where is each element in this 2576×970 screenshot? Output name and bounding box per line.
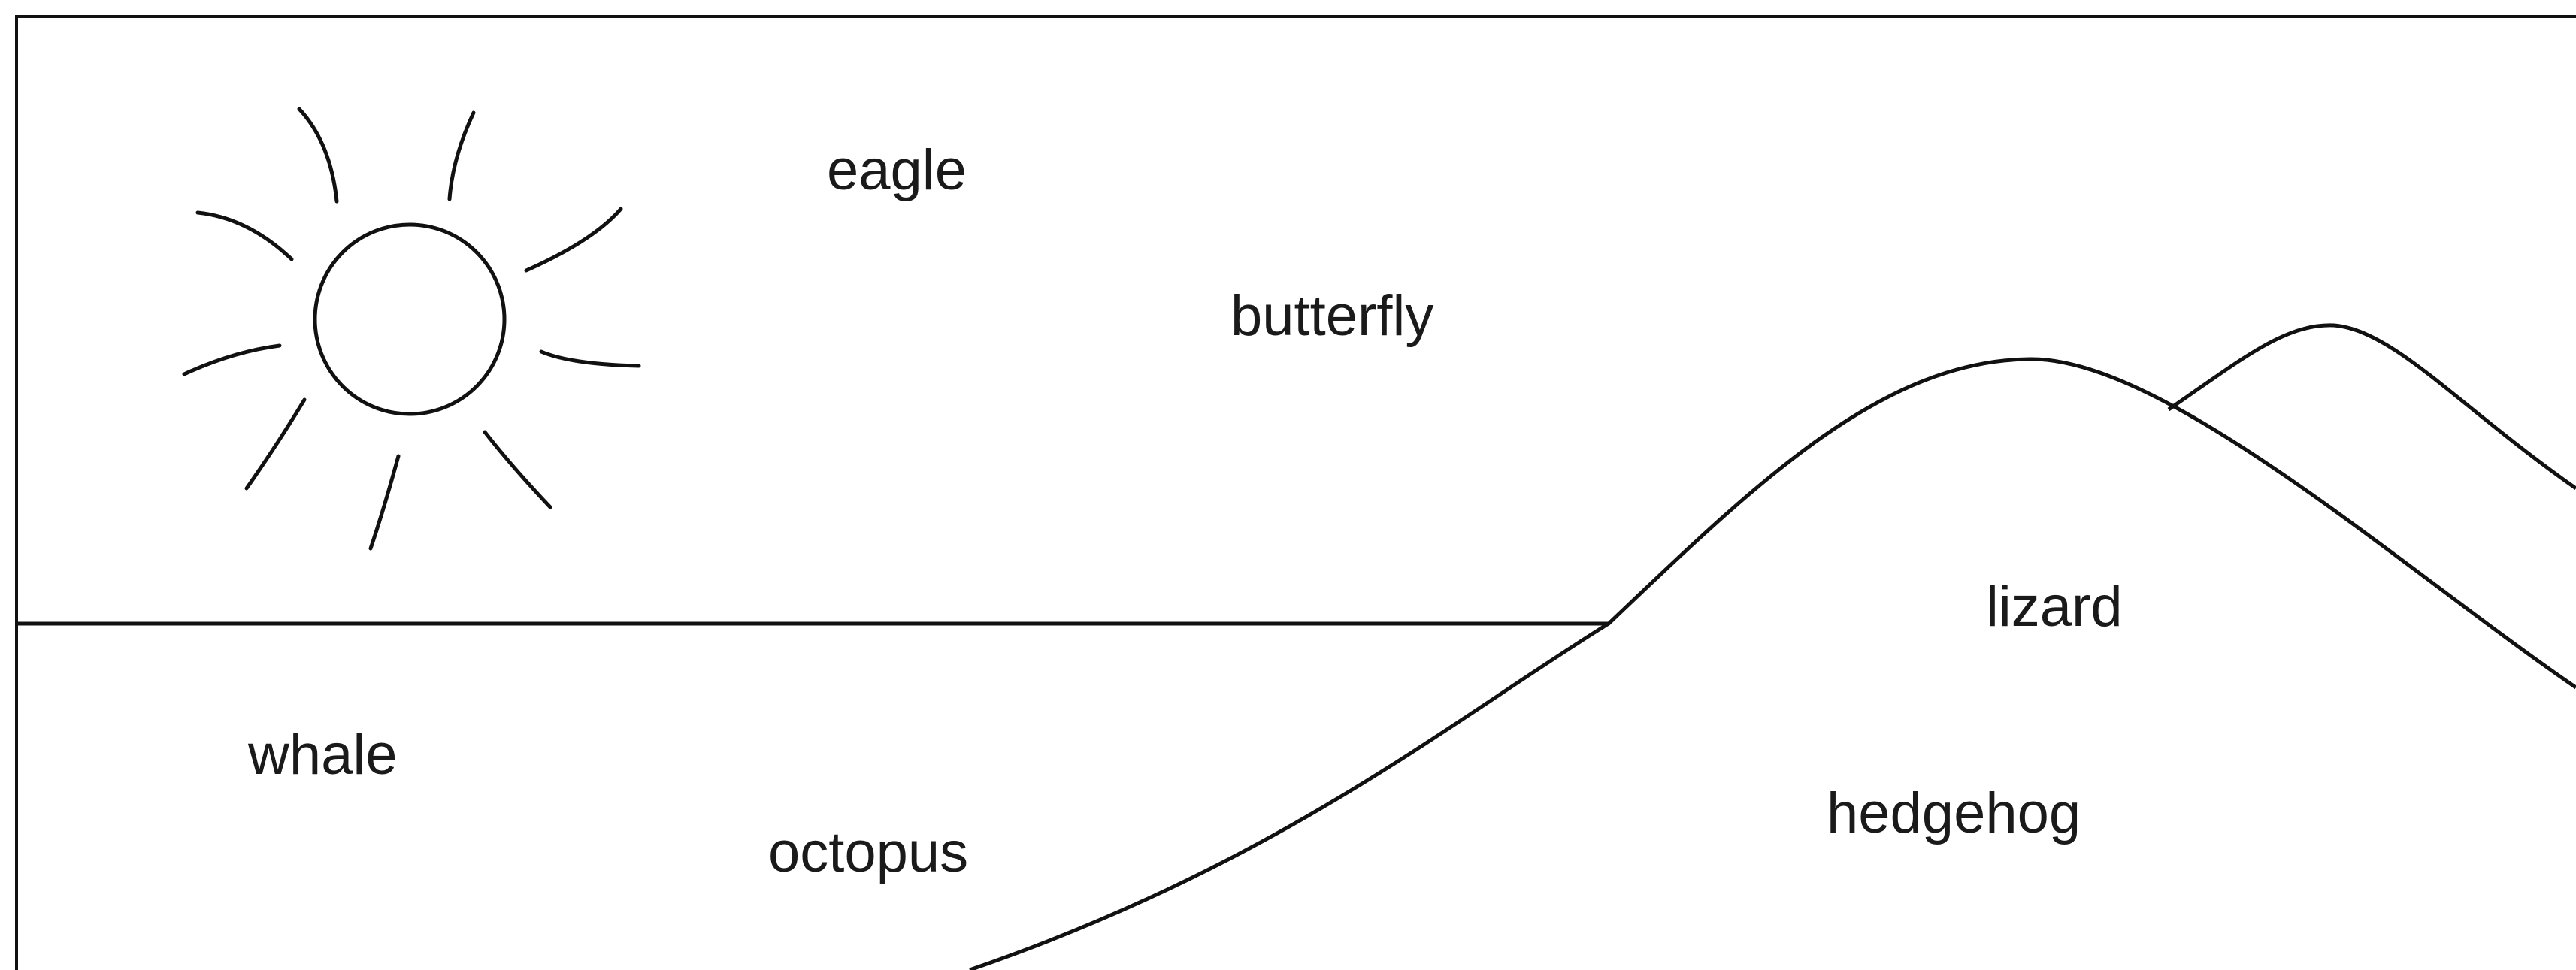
label-lizard: lizard [1986, 575, 2123, 639]
label-hedgehog: hedgehog [1827, 781, 2081, 845]
label-whale: whale [247, 723, 398, 787]
front-hill-outline [970, 359, 2576, 970]
sun-icon [184, 109, 639, 548]
frame-border [17, 17, 2576, 970]
back-hill-outline [2169, 325, 2576, 488]
label-butterfly: butterfly [1230, 284, 1433, 348]
label-octopus: octopus [768, 820, 968, 884]
label-eagle: eagle [827, 138, 967, 202]
